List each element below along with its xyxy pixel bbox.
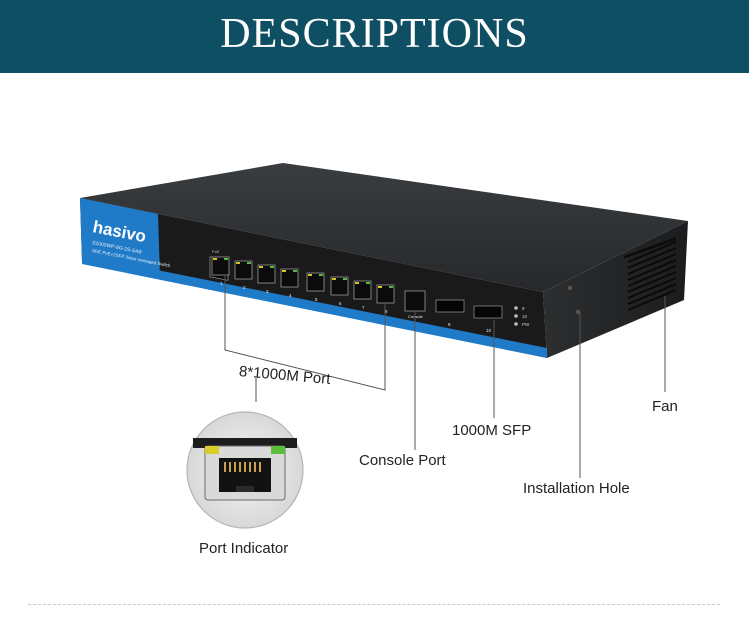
switch-side — [543, 221, 688, 358]
led-label: 10 — [522, 314, 528, 319]
svg-text:9: 9 — [448, 322, 451, 327]
led-icon — [514, 322, 518, 326]
fan-vents — [627, 241, 677, 311]
rj45-port — [330, 276, 349, 296]
blue-stripe — [82, 255, 547, 358]
led-label: PW — [522, 322, 530, 327]
rj45-port — [234, 260, 253, 280]
sfp-port — [473, 305, 503, 319]
poe-label: PoE — [212, 249, 220, 254]
fan-grille — [624, 236, 676, 259]
svg-text:5: 5 — [315, 297, 318, 302]
header-banner: DESCRIPTIONS — [0, 0, 749, 73]
hole-callout-label: Installation Hole — [523, 480, 630, 497]
sfp-port — [435, 299, 465, 313]
console-port — [404, 290, 426, 312]
rj45-port — [306, 272, 325, 292]
port-row — [211, 256, 503, 319]
svg-text:2: 2 — [243, 285, 246, 290]
page-title: DESCRIPTIONS — [220, 11, 529, 57]
fan-callout-label: Fan — [652, 398, 678, 415]
rj45-port — [353, 280, 372, 300]
svg-text:1: 1 — [220, 281, 223, 286]
hole-icon — [567, 285, 573, 291]
svg-text:8: 8 — [385, 309, 388, 314]
switch-top — [80, 163, 688, 292]
hole-icon — [575, 309, 581, 315]
rj45-port — [257, 264, 276, 284]
port-indicator-zoom — [186, 411, 304, 529]
led-icon — [514, 314, 518, 318]
callout-lines — [224, 275, 666, 478]
port-leds — [213, 258, 393, 288]
indicator-callout-label: Port Indicator — [199, 540, 289, 557]
footer-divider — [28, 604, 720, 605]
rj45-port — [280, 268, 299, 288]
svg-text:10: 10 — [486, 328, 492, 333]
rj45-port — [211, 256, 230, 276]
svg-text:7: 7 — [362, 305, 365, 310]
svg-text:6: 6 — [339, 301, 342, 306]
led-icon — [514, 306, 518, 310]
console-callout-label: Console Port — [359, 452, 446, 469]
port-number-labels: 1 2 3 4 5 6 7 8 9 10 — [220, 281, 492, 333]
sfp-callout-label: 1000M SFP — [452, 422, 532, 439]
console-label: Console — [408, 314, 423, 319]
led-label: 9 — [522, 306, 525, 311]
logo-plate — [80, 198, 160, 277]
svg-text:4: 4 — [289, 293, 292, 298]
svg-text:3: 3 — [266, 289, 269, 294]
